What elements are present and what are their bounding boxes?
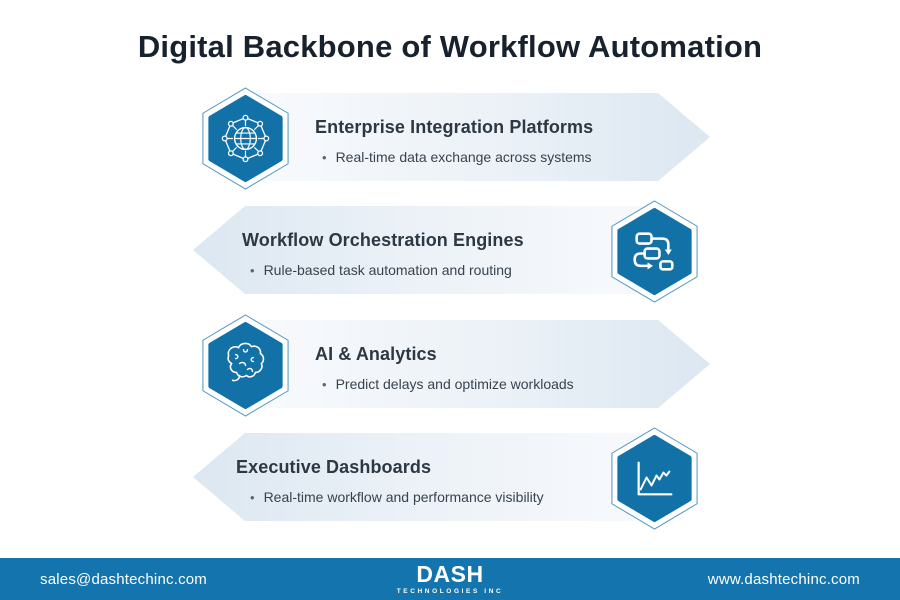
row-banner-arrow (258, 320, 710, 408)
footer-bar: sales@dashtechinc.com DASH TECHNOLOGIES … (0, 558, 900, 600)
globe-network-icon (221, 114, 270, 163)
bullet-text: Predict delays and optimize workloads (335, 376, 574, 392)
row-bullet: • Real-time data exchange across systems (322, 149, 592, 165)
logo-subtext: TECHNOLOGIES INC (396, 587, 504, 595)
flowchart-icon (633, 232, 674, 271)
bullet-dot: • (322, 377, 327, 392)
company-logo: DASH TECHNOLOGIES INC (396, 560, 504, 596)
brain-icon (227, 342, 265, 382)
row-banner-arrow (258, 93, 710, 181)
row-bullet: • Real-time workflow and performance vis… (250, 489, 544, 505)
hexagon-badge (202, 87, 289, 190)
hexagon-badge (202, 314, 289, 417)
footer-website: www.dashtechinc.com (707, 570, 860, 588)
row-banner-arrow (193, 206, 660, 294)
bullet-text: Real-time data exchange across systems (335, 149, 592, 165)
footer-email: sales@dashtechinc.com (40, 570, 208, 588)
row-bullet: • Predict delays and optimize workloads (322, 376, 574, 392)
logo-text: DASH (416, 560, 484, 587)
page-title: Digital Backbone of Workflow Automation (137, 29, 763, 64)
row-heading: AI & Analytics (315, 344, 437, 364)
bullet-text: Rule-based task automation and routing (263, 262, 512, 278)
hexagon-badge (611, 200, 698, 303)
bullet-dot: • (322, 150, 327, 165)
row-heading: Executive Dashboards (236, 457, 432, 477)
bullet-dot: • (250, 263, 255, 278)
row-heading: Workflow Orchestration Engines (242, 230, 524, 250)
bullet-dot: • (250, 490, 255, 505)
row-bullet: • Rule-based task automation and routing (250, 262, 512, 278)
hexagon-badge (611, 427, 698, 530)
line-chart-icon (637, 461, 673, 496)
row-heading: Enterprise Integration Platforms (315, 117, 594, 137)
bullet-text: Real-time workflow and performance visib… (263, 489, 544, 505)
row-banner-arrow (193, 433, 660, 521)
